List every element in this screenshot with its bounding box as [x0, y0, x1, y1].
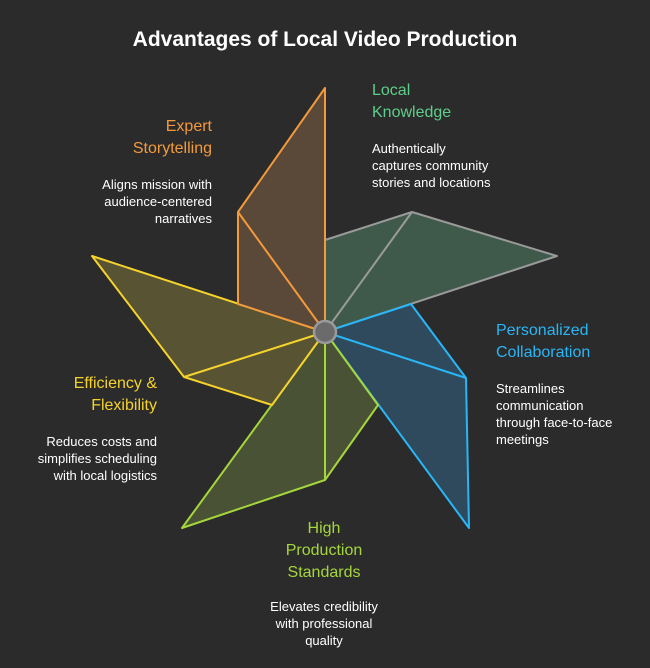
description-line: Authentically	[372, 141, 446, 156]
heading-line: Efficiency &	[73, 375, 157, 392]
heading-line: Knowledge	[372, 104, 452, 121]
heading-local-knowledge: Local Knowledge	[372, 80, 491, 124]
section-efficiency-flexibility: Efficiency & Flexibility Reduces costs a…	[0, 373, 157, 484]
description-line: narratives	[154, 211, 212, 226]
description-line: communication	[496, 398, 584, 413]
heading-line: Expert	[165, 118, 212, 135]
heading-expert-storytelling: Expert Storytelling	[0, 116, 212, 160]
heading-efficiency-flexibility: Efficiency & Flexibility	[0, 373, 157, 417]
heading-line: Standards	[287, 564, 361, 581]
description-line: Streamlines	[496, 381, 565, 396]
description-line: with professional	[275, 616, 373, 631]
blade-expert-storytelling	[237, 87, 326, 333]
section-expert-storytelling: Expert Storytelling Aligns mission with …	[0, 116, 212, 227]
heading-line: Production	[285, 542, 363, 559]
heading-line: High	[307, 520, 341, 537]
heading-line: Collaboration	[496, 344, 591, 361]
description-line: through face-to-face	[496, 415, 613, 430]
heading-line: Storytelling	[132, 140, 212, 157]
blade-personalized-collaboration	[324, 303, 470, 529]
description-line: meetings	[496, 432, 549, 447]
blade-efficiency-flexibility	[91, 255, 326, 406]
description-line: captures community	[372, 158, 489, 173]
section-local-knowledge: Local Knowledge Authentically captures c…	[372, 80, 491, 191]
heading-line: Personalized	[496, 322, 589, 339]
description-line: Reduces costs and	[46, 434, 157, 449]
description-line: Elevates credibility	[270, 599, 378, 614]
heading-line: Local	[372, 82, 411, 99]
description-line: with local logistics	[53, 468, 157, 483]
hub-circle	[312, 319, 338, 345]
section-high-production: High Production Standards Elevates credi…	[224, 518, 424, 649]
blade-high-production	[181, 331, 379, 529]
description-line: stories and locations	[372, 175, 491, 190]
description-line: simplifies scheduling	[37, 451, 157, 466]
blade-local-knowledge	[324, 211, 558, 333]
description-high-production: Elevates credibility with professional q…	[224, 598, 424, 649]
description-personalized-collaboration: Streamlines communication through face-t…	[496, 380, 612, 448]
description-local-knowledge: Authentically captures community stories…	[372, 140, 491, 191]
description-line: audience-centered	[104, 194, 212, 209]
description-line: quality	[305, 633, 343, 648]
description-expert-storytelling: Aligns mission with audience-centered na…	[0, 176, 212, 227]
heading-line: Flexibility	[91, 397, 157, 414]
heading-high-production: High Production Standards	[224, 518, 424, 584]
section-personalized-collaboration: Personalized Collaboration Streamlines c…	[496, 320, 612, 448]
description-line: Aligns mission with	[102, 177, 212, 192]
page-title: Advantages of Local Video Production	[132, 28, 518, 51]
heading-personalized-collaboration: Personalized Collaboration	[496, 320, 612, 364]
description-efficiency-flexibility: Reduces costs and simplifies scheduling …	[0, 433, 157, 484]
